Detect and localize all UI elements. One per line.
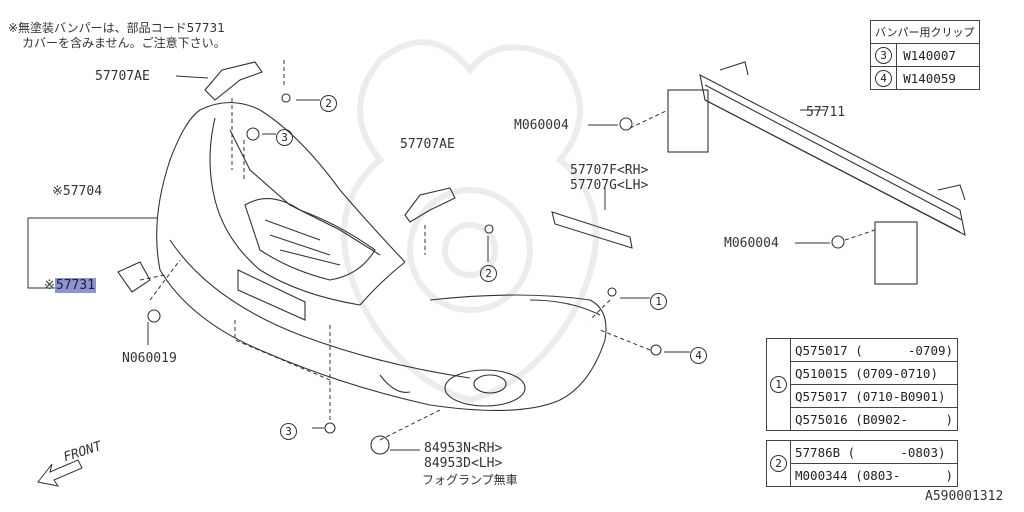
part-number-57731-highlight[interactable]: 57731 (54, 278, 97, 293)
part-label-84953D[interactable]: 84953D<LH> (424, 456, 503, 471)
bracket-57707F (551, 211, 633, 249)
clip-row[interactable]: 3 W140007 (869, 43, 980, 67)
note-line-2: カバーを含みません。ご注意下さい。 (22, 36, 226, 50)
table-row[interactable]: M000344 (0803- ) (789, 463, 959, 487)
clip-table: バンパー用クリップ 3 W140007 4 W140059 (869, 20, 980, 90)
table-row[interactable]: Q575016 (B0902- ) (789, 407, 959, 431)
part-label-M060004-top[interactable]: M060004 (514, 118, 569, 133)
part-label-57707AE-top[interactable]: 57707AE (95, 69, 150, 84)
table-row[interactable]: 57786B ( -0803) (789, 440, 959, 464)
callout-4[interactable]: 4 (690, 344, 707, 364)
table-1-mark: 1 (770, 376, 787, 393)
callout-1[interactable]: 1 (650, 290, 667, 310)
part-label-57731[interactable]: ※57731 (44, 278, 97, 293)
part-label-57707F[interactable]: 57707F<RH> (570, 163, 649, 178)
front-arrow-icon (37, 459, 83, 487)
leader-lines (27, 75, 830, 451)
part-label-M060004-bottom[interactable]: M060004 (724, 236, 779, 251)
table-row[interactable]: Q575017 ( -0709) (789, 338, 959, 362)
callout-2-mid[interactable]: 2 (480, 262, 497, 282)
part-label-N060019[interactable]: N060019 (122, 351, 177, 366)
bracket-57707AE-top (204, 61, 263, 101)
bracket-57707AE-mid (404, 187, 456, 223)
watermark-emblem (341, 39, 599, 404)
bumper-cover-outline (156, 102, 607, 412)
dashed-guides (139, 60, 876, 441)
clip-table-header: バンパー用クリップ (870, 20, 980, 44)
table-callout-2: 2 57786B ( -0803) M000344 (0803- ) (766, 440, 959, 487)
callout-3-bottom[interactable]: 3 (280, 420, 297, 440)
note-mark: ※ (44, 278, 55, 293)
callout-2-top[interactable]: 2 (320, 92, 337, 112)
part-label-84953N[interactable]: 84953N<RH> (424, 441, 503, 456)
part-label-57711[interactable]: 57711 (806, 105, 846, 120)
diagram-id: A590001312 (925, 489, 1004, 504)
brackets (117, 61, 633, 293)
part-label-57704[interactable]: ※57704 (52, 184, 103, 199)
table-callout-1: 1 Q575017 ( -0709) Q510015 (0709-0710) Q… (766, 338, 959, 431)
cover-57731 (117, 261, 151, 293)
table-2-mark: 2 (770, 455, 787, 472)
table-row[interactable]: Q575017 (0710-B0901) (789, 384, 959, 408)
note-line-1: ※無塗装バンパーは、部品コード57731 (8, 21, 225, 35)
table-row[interactable]: Q510015 (0709-0710) (789, 361, 959, 385)
fog-lamp-note: フォグランプ無車 (422, 473, 518, 487)
part-label-57707G[interactable]: 57707G<LH> (570, 178, 649, 193)
reinforcement-beam (667, 61, 966, 285)
clip-row[interactable]: 4 W140059 (869, 66, 980, 90)
fasteners (147, 93, 845, 455)
part-label-57707AE-mid[interactable]: 57707AE (400, 137, 455, 152)
callout-3-top[interactable]: 3 (276, 126, 293, 146)
